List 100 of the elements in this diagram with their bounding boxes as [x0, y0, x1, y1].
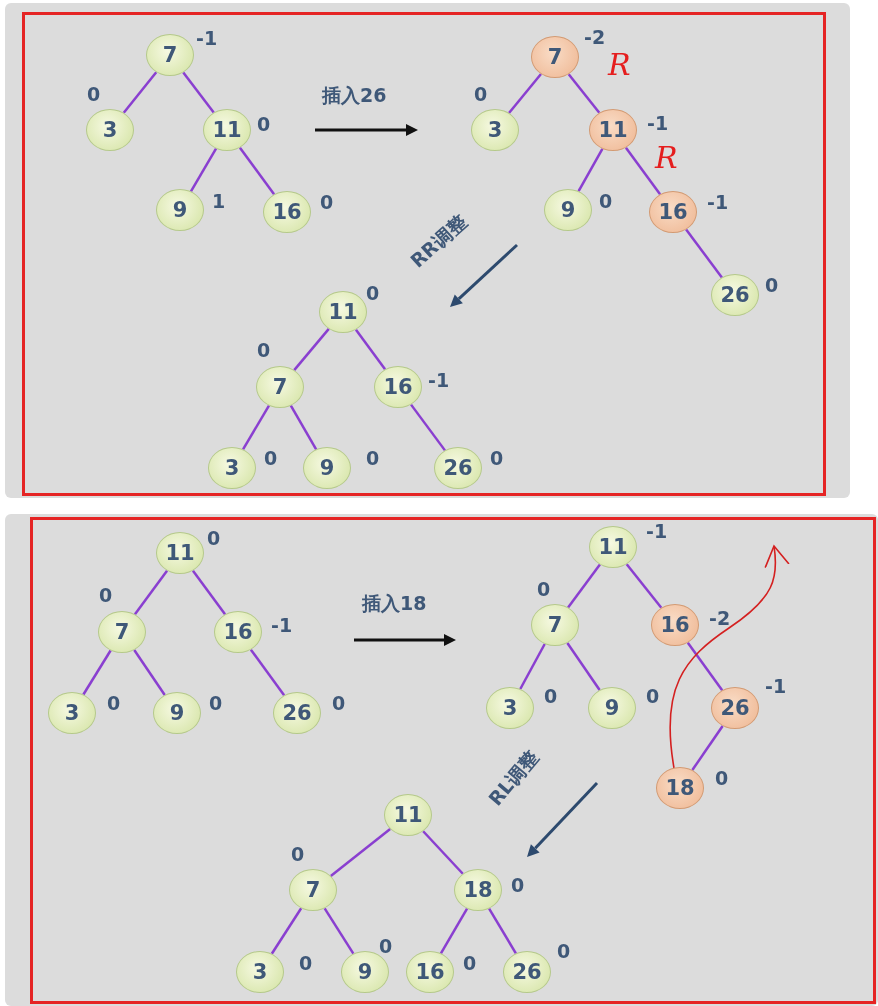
balance-factor: 1 — [212, 192, 226, 211]
node-value: 16 — [383, 376, 413, 398]
tree-edge — [354, 328, 387, 371]
tree-edge — [330, 828, 391, 877]
node-value: 16 — [660, 614, 690, 636]
balance-factor: 0 — [765, 276, 779, 295]
balance-factor: -1 — [765, 677, 787, 696]
tree-edge — [422, 830, 464, 875]
node-value: 26 — [720, 284, 750, 306]
tree-edge — [270, 907, 303, 955]
node-value: 11 — [212, 119, 242, 141]
node-value: 11 — [598, 119, 628, 141]
node-value: 16 — [272, 201, 302, 223]
balance-factor: 0 — [646, 687, 660, 706]
balance-factor: 0 — [87, 85, 101, 104]
node-value: 7 — [272, 376, 288, 398]
balance-factor: 0 — [599, 192, 613, 211]
tree-edge — [122, 71, 158, 114]
tree-edge — [625, 563, 663, 609]
balance-factor: 0 — [257, 115, 271, 134]
node-value: 26 — [720, 697, 750, 719]
balance-factor: 0 — [544, 687, 558, 706]
node-value: 16 — [415, 961, 445, 983]
balance-factor: 0 — [537, 580, 551, 599]
step-label: RL调整 — [485, 747, 542, 809]
tree-edge — [519, 643, 546, 690]
node-value: 11 — [328, 301, 358, 323]
tree-edge — [577, 148, 604, 192]
node-value: 3 — [487, 119, 503, 141]
step-label: 插入18 — [362, 594, 427, 613]
node-value: 3 — [64, 702, 80, 724]
node-value: 26 — [443, 457, 473, 479]
step-label: 插入26 — [322, 86, 387, 105]
balance-factor: 0 — [490, 449, 504, 468]
tree-edge — [624, 146, 662, 196]
balance-factor: -1 — [647, 114, 669, 133]
node-value: 18 — [665, 777, 695, 799]
node-value: 9 — [172, 199, 188, 221]
balance-factor: -2 — [584, 28, 606, 47]
node-value: 26 — [282, 702, 312, 724]
node-value: 7 — [547, 46, 563, 68]
node-value: 18 — [463, 879, 493, 901]
tree-edge — [133, 649, 166, 696]
tree-edge — [182, 71, 215, 114]
node-value: 7 — [162, 44, 178, 66]
balance-factor: 0 — [332, 694, 346, 713]
balance-factor: 0 — [257, 341, 271, 360]
node-value: 11 — [598, 536, 628, 558]
tree-edge — [488, 907, 517, 955]
node-value: 3 — [224, 457, 240, 479]
node-value: 9 — [604, 697, 620, 719]
tree-edge — [191, 569, 227, 616]
node-value: 16 — [223, 621, 253, 643]
tree-edge — [439, 908, 469, 954]
balance-factor: 0 — [366, 284, 380, 303]
node-value: 7 — [114, 621, 130, 643]
node-value: 3 — [252, 961, 268, 983]
node-value: 9 — [560, 199, 576, 221]
step-label: RR调整 — [407, 211, 470, 271]
tree-edge — [241, 405, 271, 450]
tree-edge — [249, 648, 286, 697]
tree-edge — [289, 405, 318, 450]
balance-factor: 0 — [366, 449, 380, 468]
node-value: 11 — [393, 804, 423, 826]
node-value: 7 — [547, 614, 563, 636]
node-value: 7 — [305, 879, 321, 901]
balance-factor: 0 — [291, 845, 305, 864]
tree-edge — [293, 328, 330, 371]
balance-factor: 0 — [557, 942, 571, 961]
handwritten-arrow — [669, 545, 790, 769]
balance-factor: -1 — [196, 29, 218, 48]
handwritten-mark: R — [655, 143, 678, 173]
handwritten-mark: R — [608, 50, 631, 80]
balance-factor: -1 — [707, 193, 729, 212]
tree-edge — [410, 403, 446, 452]
balance-factor: 0 — [379, 937, 393, 956]
node-value: 9 — [169, 702, 185, 724]
node-value: 16 — [658, 201, 688, 223]
node-value: 9 — [357, 961, 373, 983]
balance-factor: -2 — [709, 609, 731, 628]
tree-edge — [567, 73, 601, 114]
balance-factor: -1 — [646, 522, 668, 541]
tree-edge — [133, 569, 169, 616]
node-value: 3 — [102, 119, 118, 141]
node-value: 11 — [165, 542, 195, 564]
node-value: 26 — [512, 961, 542, 983]
tree-edge — [567, 563, 601, 609]
tree-edge — [686, 642, 724, 691]
balance-factor: 0 — [511, 876, 525, 895]
balance-factor: 0 — [715, 769, 729, 788]
tree-edge — [566, 642, 601, 691]
balance-factor: 0 — [474, 85, 488, 104]
tree-edge — [323, 907, 355, 955]
tree-edge — [82, 649, 112, 696]
balance-factor: 0 — [264, 449, 278, 468]
balance-factor: -1 — [271, 616, 293, 635]
balance-factor: 0 — [99, 586, 113, 605]
tree-edge — [691, 725, 724, 771]
balance-factor: 0 — [107, 694, 121, 713]
tree-edge — [508, 73, 542, 114]
